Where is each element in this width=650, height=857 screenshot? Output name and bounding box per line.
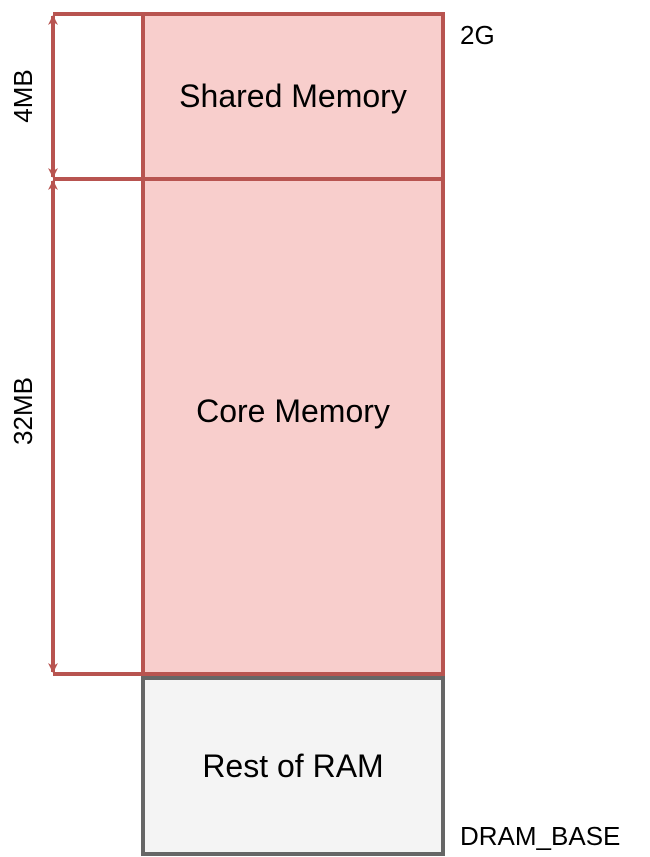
rest-of-ram-label: Rest of RAM — [202, 748, 383, 784]
core-memory-block — [141, 177, 445, 676]
bottom-address-label: DRAM_BASE — [460, 821, 620, 851]
shared-size-label: 4MB — [8, 69, 38, 122]
core-memory-label: Core Memory — [196, 393, 390, 429]
core-size-label: 32MB — [8, 377, 38, 445]
top-address-label: 2G — [460, 20, 495, 50]
rest-of-ram-block — [141, 676, 445, 856]
shared-memory-block — [141, 12, 445, 181]
shared-memory-label: Shared Memory — [179, 78, 407, 114]
